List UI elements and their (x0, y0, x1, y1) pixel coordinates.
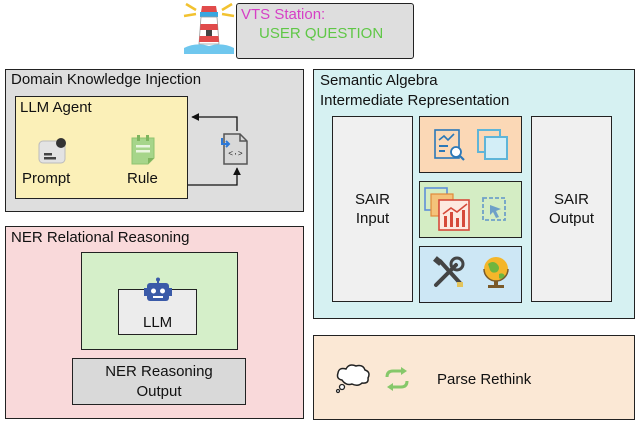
domain-knowledge-title: Domain Knowledge Injection (11, 71, 202, 88)
tools-icon (433, 256, 465, 287)
thought-bubble-icon (335, 364, 370, 394)
svg-text:<·>: <·> (228, 150, 243, 159)
sair-input-line2: Input (355, 210, 390, 227)
chart-window-icon (424, 187, 470, 231)
robot-icon (144, 277, 172, 301)
copy-windows-icon (477, 129, 508, 160)
parse-rethink-label: Parse Rethink (437, 371, 532, 388)
sair-input-box: SAIR Input (332, 116, 413, 302)
analytics-search-icon (434, 129, 465, 161)
prompt-label: Prompt (22, 170, 71, 187)
sair-output-line1: SAIR (553, 190, 589, 208)
sair-output-line2: Output (548, 210, 595, 227)
globe-icon (483, 257, 509, 288)
refresh-icon (385, 367, 409, 391)
ner-output-line1: NER Reasoning (105, 363, 213, 380)
llm-label: LLM (143, 314, 173, 331)
rule-label: Rule (127, 170, 158, 187)
sair-title-line2: Intermediate Representation (320, 92, 510, 109)
cursor-select-icon (482, 197, 506, 221)
sair-title-line1: Semantic Algebra (320, 72, 438, 89)
llm-agent-title: LLM Agent (20, 99, 92, 116)
ner-output-box: NER Reasoning Output (72, 358, 246, 405)
rule-icon (131, 135, 155, 165)
lighthouse-icon (183, 2, 235, 54)
sair-input-line1: SAIR (354, 190, 390, 208)
ner-output-line2: Output (136, 382, 182, 400)
code-file-icon: <·> (221, 133, 248, 165)
ner-reasoning-title: NER Relational Reasoning (11, 229, 190, 246)
vts-station-label: VTS Station: (241, 6, 326, 23)
sair-output-box: SAIR Output (531, 116, 612, 302)
prompt-icon (38, 138, 66, 164)
user-question-box (236, 3, 414, 59)
user-question-label: USER QUESTION (259, 25, 384, 42)
